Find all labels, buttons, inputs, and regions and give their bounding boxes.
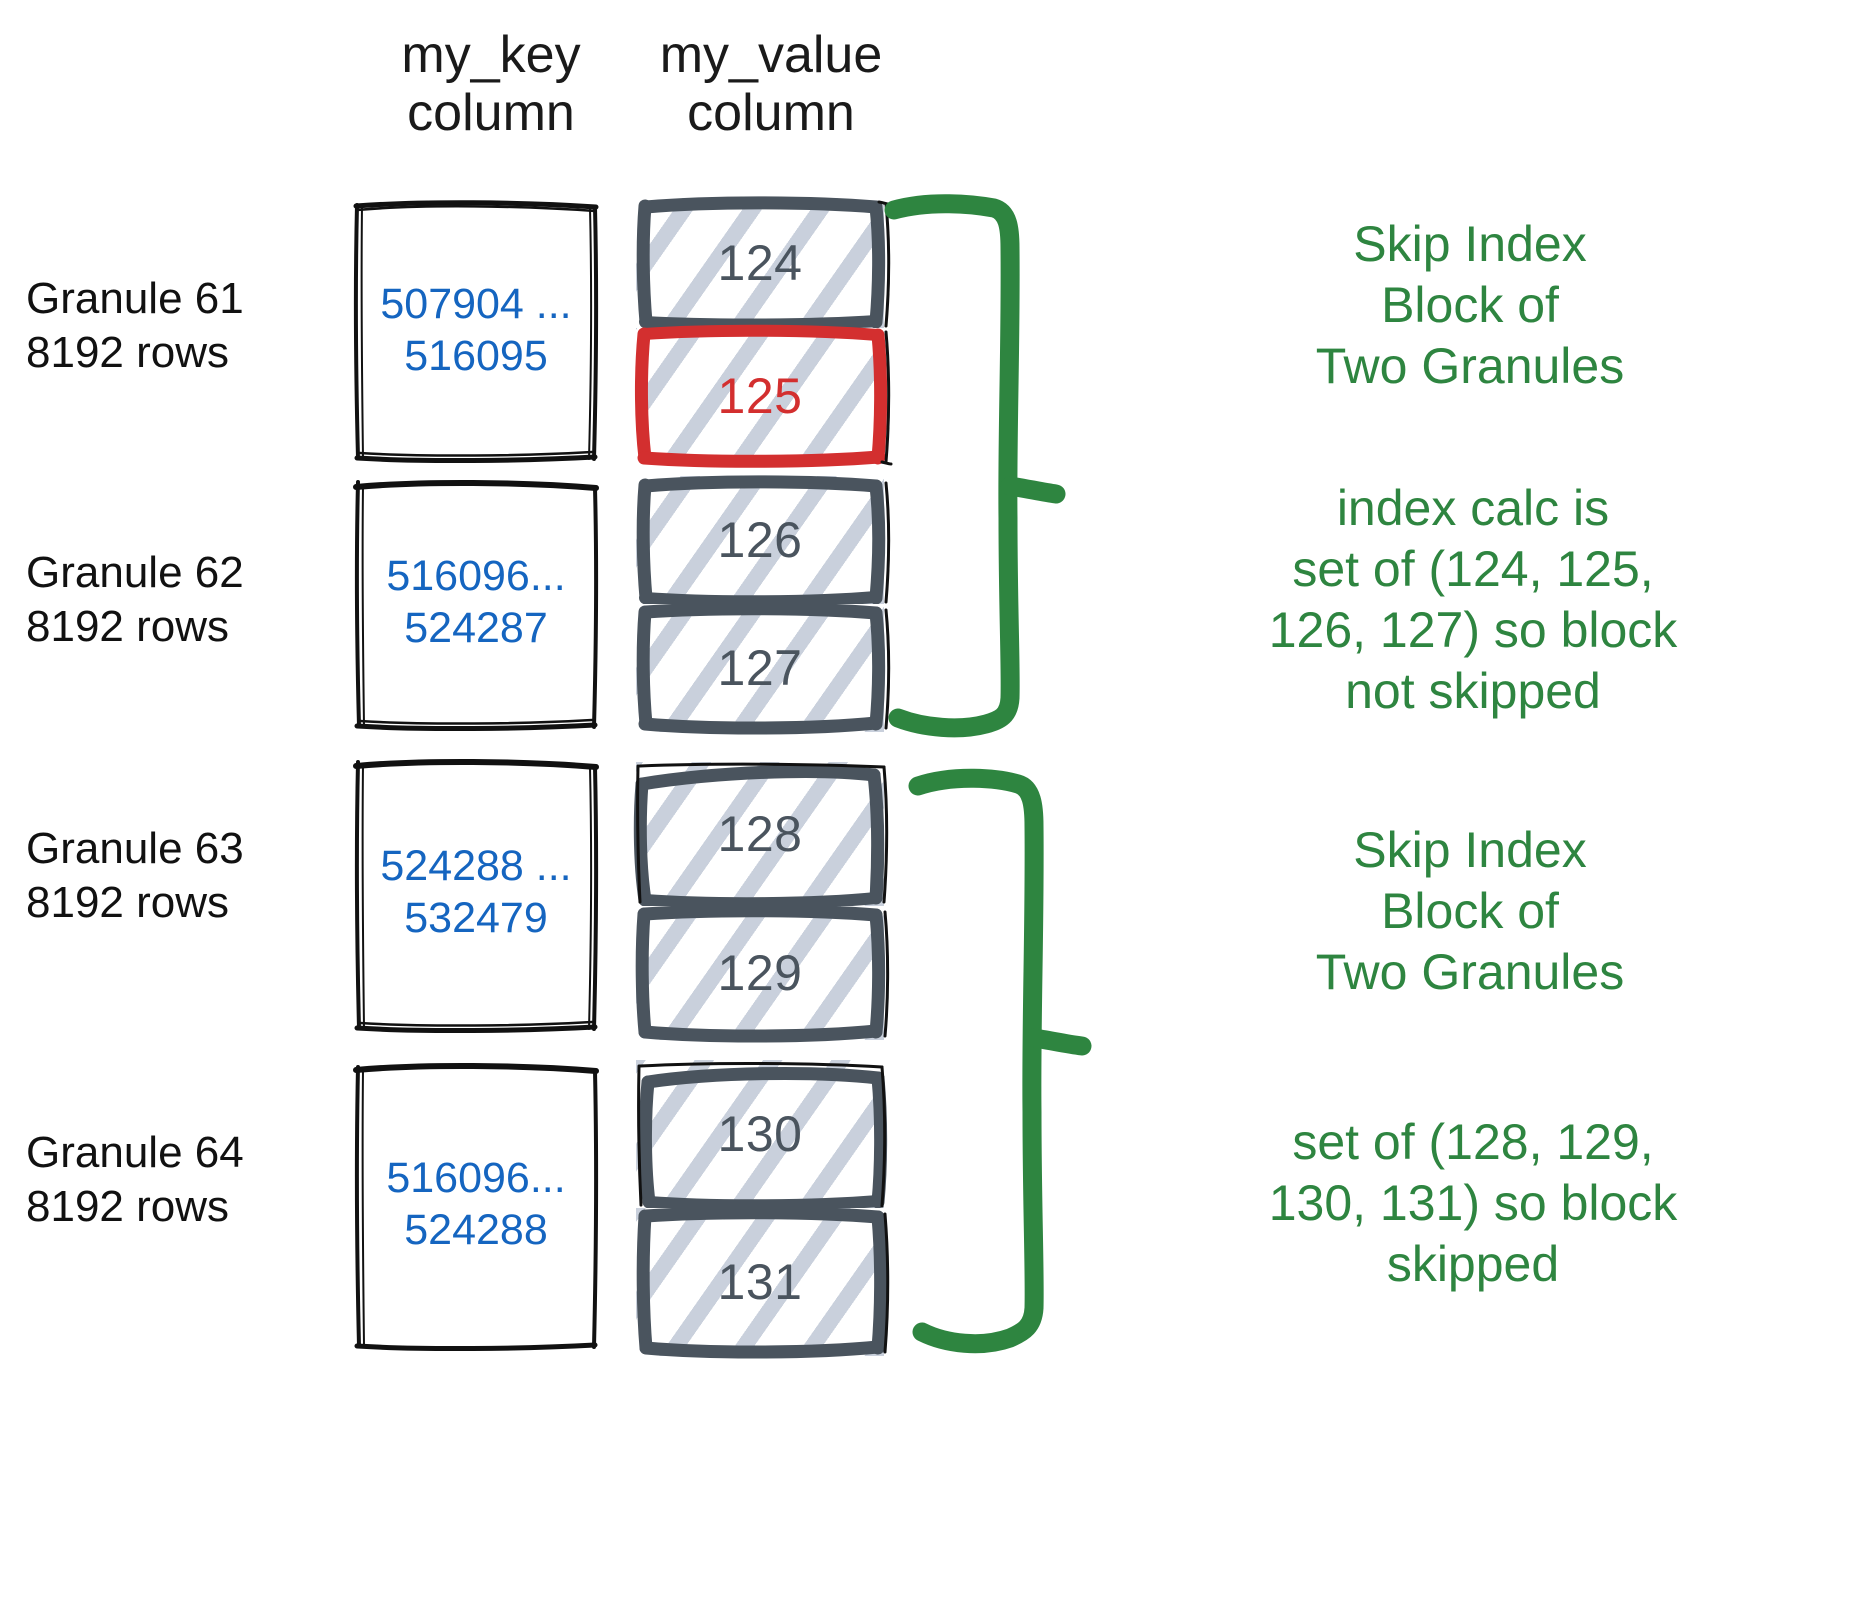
annotation-index-calc-not-skipped: index calc is set of (124, 125, 126, 127…: [1268, 480, 1678, 719]
value-cell-sketch-frame: [636, 602, 891, 735]
value-cell-sketch-frame: [636, 475, 891, 608]
value-cell-124: 124: [636, 196, 892, 331]
skip-index-brace-top: [884, 188, 1100, 738]
value-cell-131: 131: [636, 1206, 890, 1359]
key-box-granule-63: 524288 ... 532479: [352, 758, 600, 1034]
value-text-129: 129: [717, 945, 803, 1001]
column-header-my-value: my_value column: [659, 26, 883, 143]
key-box-granule-62: 516096... 524287: [352, 478, 600, 732]
key-range-granule-64: 516096... 524288: [386, 1154, 566, 1255]
skip-index-brace-bottom: [908, 760, 1122, 1354]
value-cell-127: 127: [636, 602, 891, 735]
value-text-130: 130: [717, 1106, 803, 1162]
value-cell-129: 129: [635, 904, 890, 1043]
key-box-granule-61: 507904 ... 516095: [352, 200, 600, 464]
key-box-sketch-outline: [353, 1062, 599, 1352]
annotation-skip-index-block-top: Skip Index Block of Two Granules: [1315, 216, 1625, 394]
value-text-127: 127: [717, 640, 803, 696]
value-cell-sketch-frame: [633, 762, 889, 910]
hatch-pattern: [636, 762, 884, 906]
value-cell-highlight-frame: [634, 324, 893, 468]
value-cell-130: 130: [636, 1060, 888, 1212]
hatch-pattern: [636, 906, 884, 1040]
value-cell-125-highlighted: 125: [634, 324, 893, 468]
hatch-pattern: [636, 198, 884, 328]
row-label-granule-63: Granule 63 8192 rows: [26, 824, 244, 927]
key-box-sketch-outline: [353, 758, 599, 1034]
hatch-pattern: [636, 604, 884, 732]
value-cell-sketch-frame: [636, 1206, 890, 1359]
annotation-index-calc-skipped: set of (128, 129, 130, 131) so block ski…: [1268, 1114, 1678, 1292]
row-label-granule-61: Granule 61 8192 rows: [26, 274, 244, 377]
value-text-124: 124: [717, 235, 803, 291]
key-box-granule-64: 516096... 524288: [352, 1062, 600, 1352]
key-range-granule-63: 524288 ... 532479: [380, 842, 572, 943]
value-cell-128: 128: [633, 762, 889, 910]
row-label-granule-64: Granule 64 8192 rows: [26, 1128, 244, 1231]
hatch-pattern: [636, 328, 884, 464]
value-text-125: 125: [717, 368, 803, 424]
value-cell-sketch-frame: [635, 904, 890, 1043]
value-text-126: 126: [717, 512, 803, 568]
key-range-granule-61: 507904 ... 516095: [380, 280, 572, 381]
column-header-my-key: my_key column: [401, 26, 581, 143]
value-cell-sketch-frame: [637, 1061, 888, 1212]
annotation-skip-index-block-bottom: Skip Index Block of Two Granules: [1315, 822, 1625, 1000]
value-cell-126: 126: [636, 475, 891, 608]
value-cell-sketch-frame: [636, 196, 892, 331]
row-label-granule-62: Granule 62 8192 rows: [26, 548, 244, 651]
value-text-131: 131: [717, 1254, 803, 1310]
key-box-sketch-outline: [353, 479, 599, 732]
value-text-128: 128: [717, 806, 803, 862]
hatch-pattern: [636, 476, 884, 604]
key-box-sketch-outline: [353, 200, 599, 464]
hatch-pattern: [636, 1208, 884, 1356]
key-range-granule-62: 516096... 524287: [386, 552, 566, 653]
